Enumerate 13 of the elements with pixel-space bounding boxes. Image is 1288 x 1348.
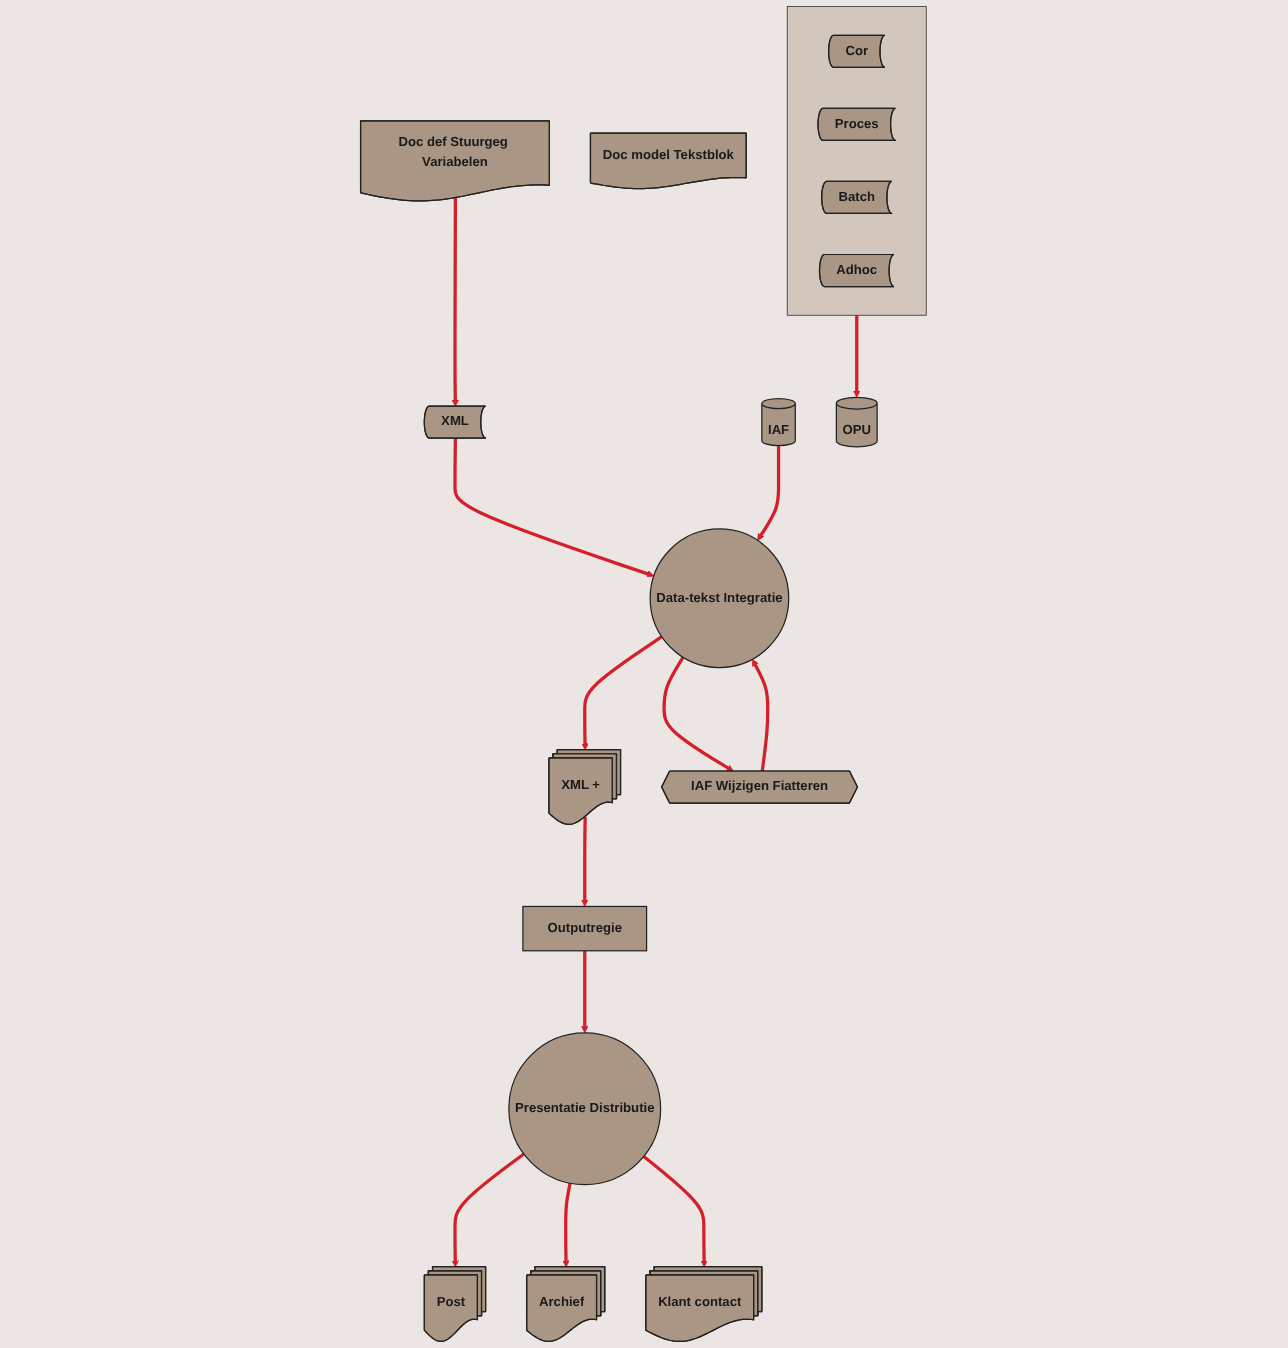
arrow — [581, 950, 589, 1034]
arrow — [757, 445, 781, 541]
arrow — [452, 1152, 526, 1268]
arrow — [643, 1155, 709, 1268]
arrow — [853, 315, 861, 398]
arrow — [663, 656, 735, 772]
arrow — [563, 1182, 573, 1268]
arrow — [752, 658, 770, 772]
arrow — [453, 438, 655, 578]
arrow — [452, 198, 460, 407]
arrow — [582, 635, 664, 751]
cluster — [787, 6, 928, 316]
arrow — [581, 816, 589, 907]
